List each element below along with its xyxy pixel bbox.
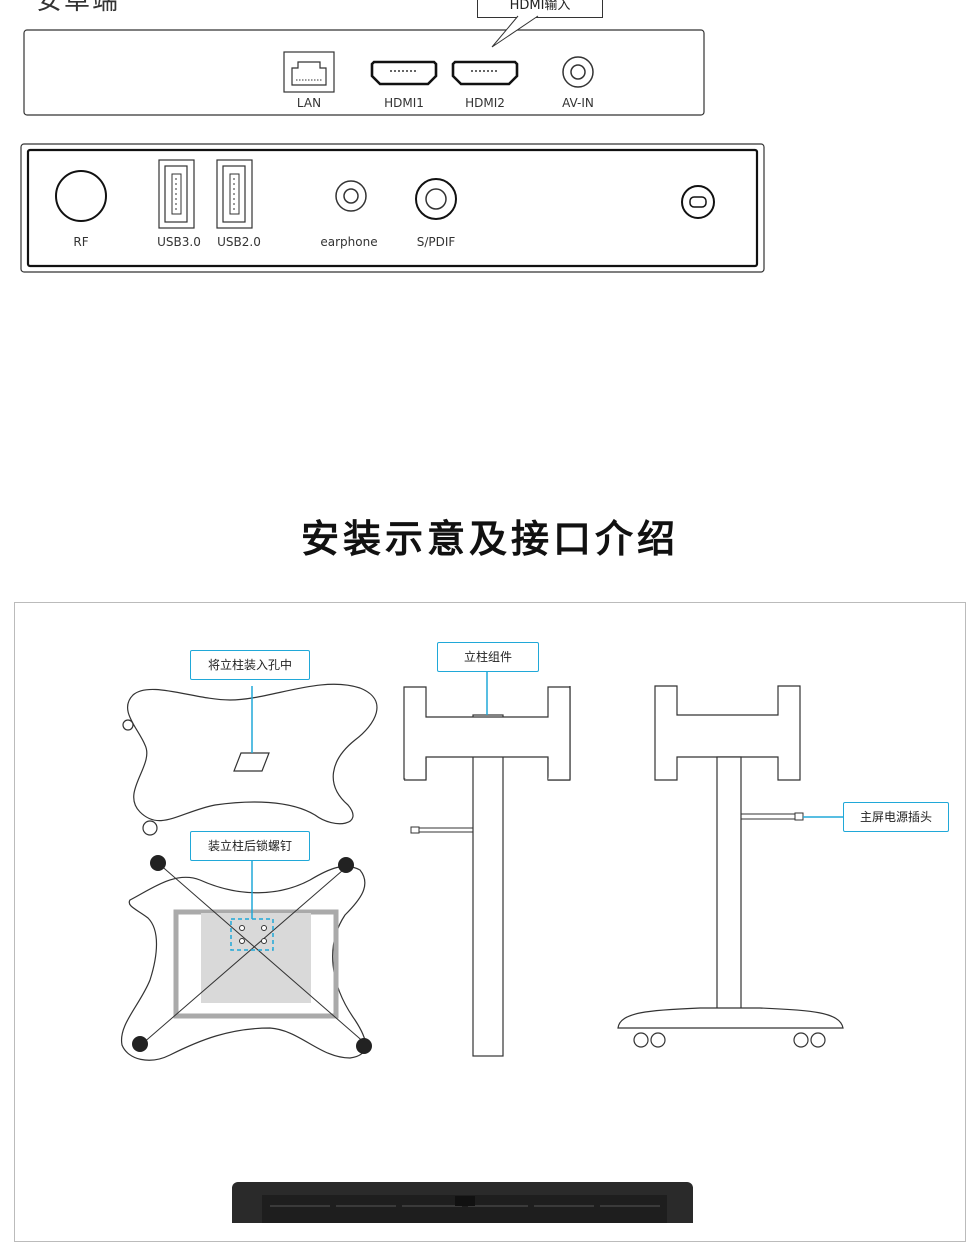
- lock-hole-icon: [681, 185, 715, 219]
- port-label-lan: LAN: [296, 96, 322, 110]
- spdif-port-icon: [415, 178, 457, 220]
- port-label-hdmi1: HDMI1: [384, 96, 424, 110]
- usb3-port-icon: [158, 159, 195, 229]
- port-label-earphone: earphone: [320, 235, 378, 249]
- bottom-port-panel: [20, 143, 765, 273]
- callout-insert-post: 将立柱装入孔中: [190, 650, 310, 680]
- port-label-rf: RF: [73, 235, 89, 249]
- assembled-stand: [617, 685, 844, 1048]
- av-in-jack-icon: [562, 56, 594, 88]
- rf-connector-icon: [55, 170, 107, 222]
- callout-post-assembly: 立柱组件: [437, 642, 539, 672]
- top-port-panel: [23, 15, 705, 116]
- earphone-jack-icon: [335, 180, 367, 212]
- port-label-usb2: USB2.0: [217, 235, 261, 249]
- port-label-av-in: AV-IN: [562, 96, 594, 110]
- installation-drawings: [120, 670, 844, 1223]
- usb2-port-icon: [216, 159, 253, 229]
- section-title: 安装示意及接口介绍: [300, 517, 679, 561]
- port-label-spdif: S/PDIF: [416, 235, 456, 249]
- port-label-hdmi2: HDMI2: [465, 96, 505, 110]
- cutoff-section-heading: 安卓端: [36, 0, 121, 16]
- foot-pad: [150, 855, 166, 871]
- hdmi2-port-icon: [451, 60, 519, 86]
- callout-lock-screws: 装立柱后锁螺钉: [190, 831, 310, 861]
- base-top-view: [122, 683, 378, 836]
- hdmi1-port-icon: [370, 60, 438, 86]
- base-bottom-view: [120, 855, 372, 1061]
- power-cable: [741, 812, 804, 821]
- foot-pad: [338, 857, 354, 873]
- display-bottom-edge: [232, 1182, 693, 1223]
- foot-pad: [132, 1036, 148, 1052]
- hdmi-input-callout: HDMI输入: [477, 0, 603, 18]
- callout-power-plug: 主屏电源插头: [843, 802, 949, 832]
- port-label-usb3: USB3.0: [157, 235, 201, 249]
- post-side-cable: [410, 826, 473, 834]
- lan-port-icon: [283, 51, 335, 93]
- post-assembly-front: [403, 686, 571, 1057]
- foot-pad: [356, 1038, 372, 1054]
